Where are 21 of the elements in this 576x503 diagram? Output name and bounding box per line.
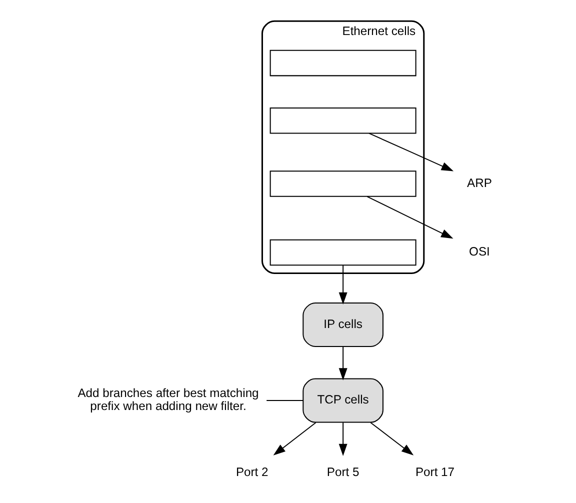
arrow: [368, 132, 454, 171]
arrow: [272, 422, 316, 455]
node-text: Port 5: [326, 464, 359, 478]
node-box: [269, 107, 416, 134]
node-text: OSI: [468, 244, 490, 258]
arrow: [338, 346, 347, 380]
connector: [266, 400, 303, 401]
cluster: Ethernet cells: [260, 20, 424, 274]
node-text: ARP: [466, 175, 492, 190]
arrow: [338, 264, 347, 304]
node-box: [269, 238, 416, 266]
node-box: [269, 49, 416, 76]
node-box: IP cells: [302, 302, 383, 346]
node-box: [269, 170, 416, 196]
node-text: Port 2: [235, 464, 268, 478]
node-text: Port 17: [414, 464, 454, 478]
arrow: [338, 422, 347, 456]
arrow: [366, 196, 453, 238]
arrow: [370, 422, 414, 455]
node-box: TCP cells: [302, 378, 383, 422]
node-text: Add branches after best matching prefix when adding new filter.: [77, 386, 258, 413]
